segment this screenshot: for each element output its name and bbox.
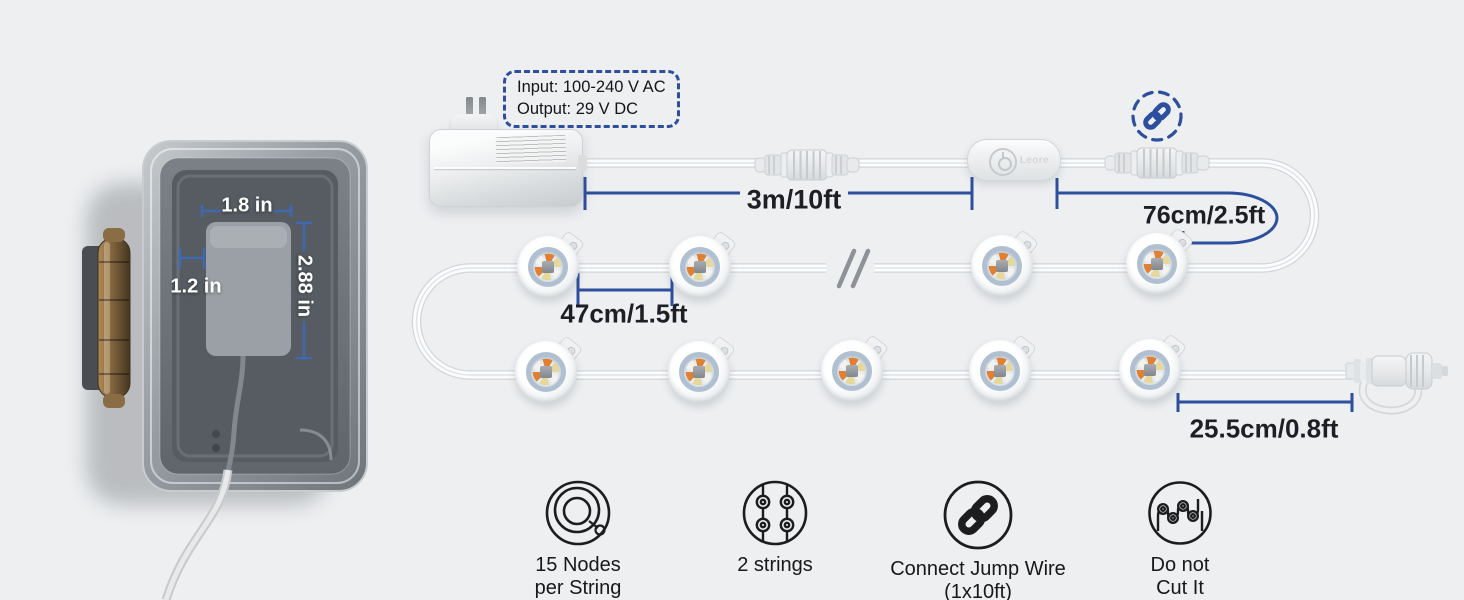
led-puck xyxy=(821,340,883,402)
feature-string-count: 2 strings xyxy=(655,477,895,577)
led-puck xyxy=(668,341,730,403)
led-lens xyxy=(526,352,566,392)
inline-coupler-1 xyxy=(754,149,860,181)
feature-nodes-per-string: 15 Nodes per String xyxy=(458,477,698,599)
string-wire xyxy=(411,158,1352,380)
feature-caption: Do not Cut It xyxy=(1060,554,1300,599)
led-chip xyxy=(996,260,1008,272)
led-lens xyxy=(679,352,719,392)
led-lens xyxy=(982,246,1022,286)
led-chip xyxy=(540,366,552,378)
led-node xyxy=(971,229,1040,297)
hinge xyxy=(82,228,131,408)
dimension-width: 1.8 in xyxy=(221,194,273,217)
led-puck xyxy=(1119,339,1181,401)
led-chip xyxy=(694,261,706,273)
led-puck xyxy=(515,341,577,403)
feature-caption-line: per String xyxy=(534,576,622,599)
no-cut-icon xyxy=(1060,477,1300,549)
feature-caption-line: (1x10ft) xyxy=(944,580,1012,600)
led-puck xyxy=(971,235,1033,297)
led-chip xyxy=(846,365,858,377)
feature-caption: Connect Jump Wire (1x10ft) xyxy=(858,558,1098,600)
plug-prong xyxy=(466,97,473,127)
measurement-power-cord: 3m/10ft xyxy=(746,184,842,215)
coil-icon xyxy=(458,477,698,549)
feature-caption-line: 15 Nodes xyxy=(535,554,621,576)
led-chip xyxy=(693,366,705,378)
measurement-lead-wire: 76cm/2.5ft xyxy=(1142,201,1266,230)
outlet-cover-photo xyxy=(82,140,368,600)
end-plug xyxy=(1345,352,1448,415)
measurement-tail-wire: 25.5cm/0.8ft xyxy=(1189,413,1339,444)
led-node xyxy=(821,334,890,402)
dashed-circle xyxy=(1131,90,1183,142)
led-puck xyxy=(669,236,731,298)
led-lens xyxy=(1137,244,1177,284)
feature-caption: 15 Nodes per String xyxy=(458,554,698,599)
link-badge xyxy=(1131,90,1183,142)
led-node xyxy=(517,230,586,298)
strings-icon xyxy=(655,477,895,549)
photo-dimension-lines xyxy=(178,205,312,360)
feature-caption-line: 2 strings xyxy=(737,554,813,576)
led-node xyxy=(1119,333,1188,401)
measurement-node-spacing: 47cm/1.5ft xyxy=(560,298,688,329)
cable-strain-relief xyxy=(578,155,587,171)
smart-controller: Leore xyxy=(967,139,1061,181)
feature-caption: 2 strings xyxy=(655,554,895,577)
led-chip xyxy=(1151,258,1163,270)
feature-caption-line: Do not xyxy=(1150,554,1210,576)
controller-brand: Leore xyxy=(1019,155,1049,166)
led-puck xyxy=(969,340,1031,402)
spec-input-line: Input: 100-240 V AC xyxy=(517,78,666,96)
break-slashes-icon xyxy=(836,248,871,289)
feature-caption-line: Connect Jump Wire xyxy=(890,558,1066,580)
adapter-seam xyxy=(434,167,576,169)
dimension-height: 2.88 in xyxy=(293,254,316,318)
led-puck xyxy=(517,236,579,298)
adapter-rating-label xyxy=(495,134,567,165)
spec-output-line: Output: 29 V DC xyxy=(517,99,639,118)
led-node xyxy=(1126,227,1195,295)
led-lens xyxy=(528,247,568,287)
led-chip xyxy=(542,261,554,273)
adapter-inside-photo xyxy=(206,222,291,473)
led-node xyxy=(515,335,584,403)
link-icon xyxy=(858,477,1098,553)
power-icon xyxy=(989,148,1017,176)
adapter-spec-label: Input: 100-240 V AC Output: 29 V DC xyxy=(503,70,680,128)
led-node xyxy=(668,335,737,403)
feature-caption-line: Cut It xyxy=(1156,576,1204,599)
led-chip xyxy=(1144,364,1156,376)
led-node xyxy=(969,334,1038,402)
link-icon xyxy=(1144,103,1171,130)
feature-jump-wire: Connect Jump Wire (1x10ft) xyxy=(858,477,1098,600)
dimension-depth: 1.2 in xyxy=(170,275,222,298)
inline-coupler-2 xyxy=(1104,147,1210,179)
led-puck xyxy=(1126,233,1188,295)
hanging-cable xyxy=(161,469,233,600)
led-chip xyxy=(994,365,1006,377)
plug-prong xyxy=(479,97,486,127)
led-node xyxy=(669,230,738,298)
feature-do-not-cut: Do not Cut It xyxy=(1060,477,1300,599)
